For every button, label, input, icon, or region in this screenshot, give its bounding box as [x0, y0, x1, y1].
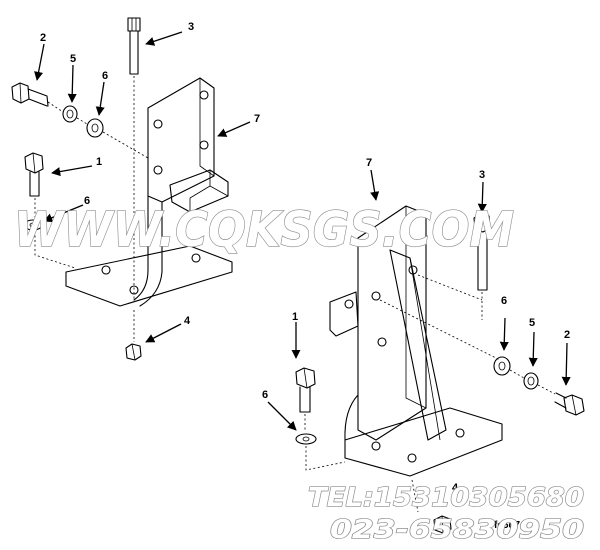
- bolt-3-left: [127, 17, 141, 300]
- washer-6b-right: [295, 433, 346, 471]
- callout-6b-left: 6: [84, 195, 90, 207]
- callout-6b-right: 6: [262, 389, 268, 401]
- callout-2-right: 2: [564, 329, 570, 341]
- washer-5-right: [509, 369, 556, 395]
- right-assembly: 1 2 3 4 5 6 6 7 fe5d7: [262, 157, 585, 534]
- nut-4-right: [411, 479, 452, 534]
- bracket-7-left: [65, 77, 233, 307]
- bolt-2-left: [11, 82, 49, 107]
- washer-6a-right: [493, 356, 511, 376]
- callout-1-right: 1: [292, 311, 298, 323]
- callout-7-right: 7: [366, 157, 372, 169]
- watermark-phone: 023-65830950: [330, 515, 584, 545]
- callout-3-right: 3: [479, 169, 485, 181]
- washer-6a-left: [76, 117, 149, 159]
- callout-4-right: 4: [452, 482, 459, 494]
- nut-4-left: [125, 310, 142, 361]
- part-code: fe5d7: [494, 520, 521, 531]
- callout-6a-left: 6: [102, 70, 108, 82]
- bolt-2-right: [554, 392, 585, 416]
- watermark-tel: TEL:15310305680: [308, 483, 584, 513]
- callout-6a-right: 6: [501, 295, 507, 307]
- callout-5-right: 5: [529, 317, 535, 329]
- washer-5-left: [47, 101, 78, 123]
- callout-5-left: 5: [70, 53, 76, 65]
- callout-arrows-right: [267, 169, 571, 431]
- bolt-1-left: [24, 152, 44, 218]
- callout-1-left: 1: [96, 156, 102, 168]
- callout-arrows-left: [34, 31, 251, 343]
- bolt-1-right: [295, 367, 316, 430]
- callout-2-left: 2: [40, 32, 46, 44]
- callout-4-left: 4: [184, 315, 191, 327]
- bolt-3-right: [473, 213, 491, 320]
- left-assembly: 1 2 3 4 5 6 6 7: [11, 17, 260, 361]
- callout-7-left: 7: [254, 113, 260, 125]
- watermark-site: WWW.CQKSGS.COM: [14, 202, 514, 258]
- bracket-7-right: [329, 205, 503, 477]
- washer-6b-left: [23, 219, 76, 269]
- callout-3-left: 3: [188, 21, 194, 33]
- watermark: WWW.CQKSGS.COM TEL:15310305680 023-65830…: [13, 201, 584, 545]
